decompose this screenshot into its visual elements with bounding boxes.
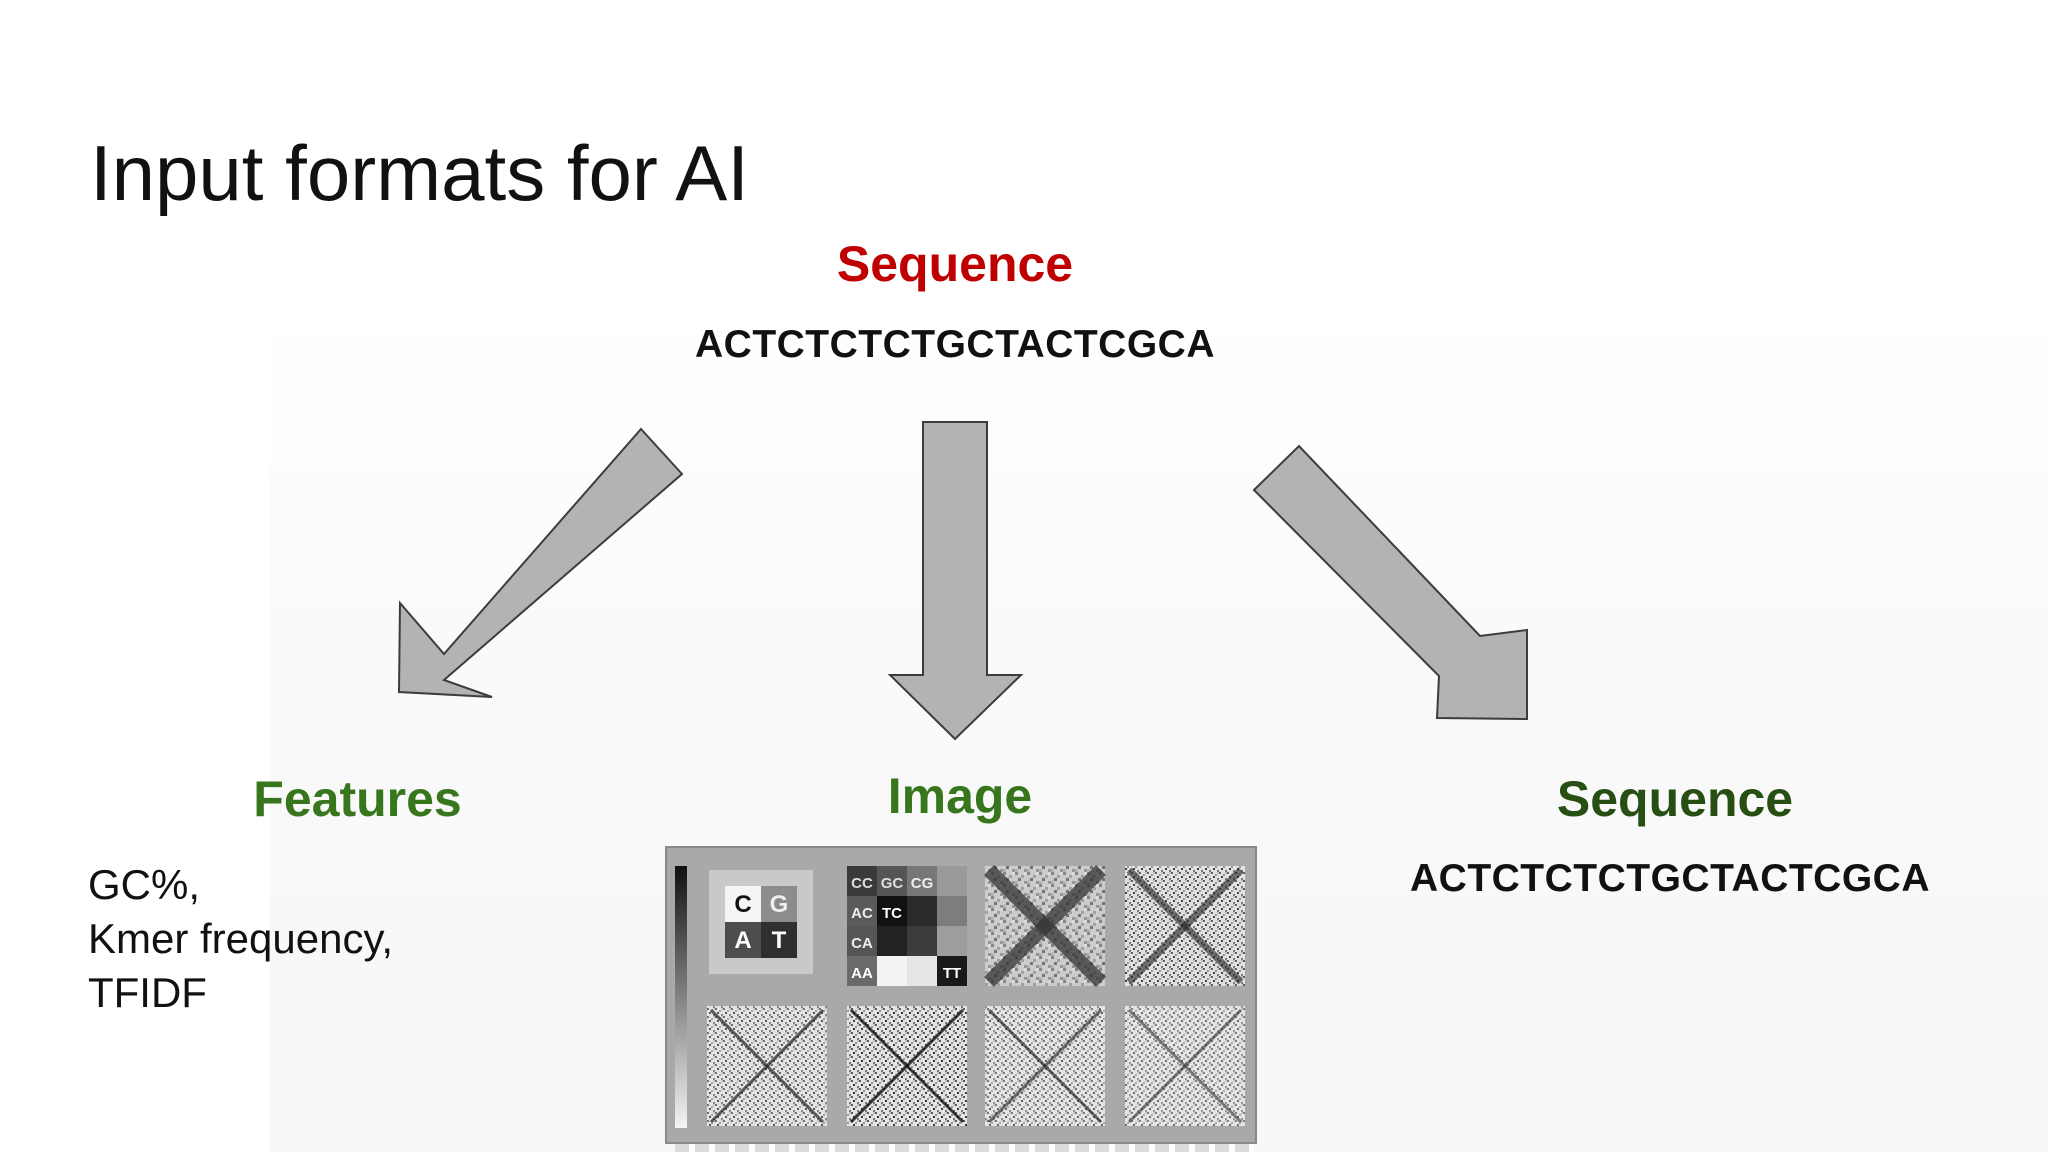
cgr-panel-order2: CC GC CG AC TC CA AA TT (847, 866, 967, 986)
cgr-label: CA (851, 935, 873, 952)
arrow-right-icon (1252, 444, 1528, 721)
cgr-label: GC (881, 875, 904, 892)
colorbar (675, 866, 687, 1128)
features-list: GC%, Kmer frequency, TFIDF (88, 858, 393, 1020)
cgr-label: AA (851, 965, 873, 982)
slide-title: Input formats for AI (90, 129, 749, 217)
source-sequence: ACTCTCTCTGCTACTCGCA (694, 323, 1216, 366)
cgr-label: CC (851, 875, 873, 892)
cgr-label: AC (851, 905, 873, 922)
feature-item: TFIDF (88, 969, 207, 1016)
arrow-down-icon (887, 421, 1024, 741)
feature-item: GC%, (88, 861, 201, 908)
cgr-label: CG (911, 875, 934, 892)
cgr-label: TT (943, 965, 961, 982)
image-heading: Image (887, 768, 1033, 824)
cgr-panel-row2-1 (707, 1006, 827, 1126)
output-sequence: ACTCTCTCTGCTACTCGCA (1409, 857, 1931, 900)
feature-item: Kmer frequency, (88, 915, 394, 962)
cgr-label: T (772, 927, 787, 954)
sequence-output-heading: Sequence (1556, 771, 1794, 827)
cgr-panel-row2-2 (847, 1006, 967, 1126)
cgr-panel-order1: C G A T (709, 870, 813, 974)
cgr-label: C (734, 891, 751, 918)
figure-caption-fragment (675, 1144, 1255, 1152)
chaos-game-image-figure: C G A T (665, 846, 1257, 1144)
cgr-panel-order4 (1125, 866, 1245, 986)
cgr-panel-row2-4 (1125, 1006, 1245, 1126)
cgr-panel-row2-3 (985, 1006, 1105, 1126)
cgr-label: A (734, 927, 751, 954)
cgr-panel-order3 (984, 865, 1106, 987)
cgr-label: G (770, 891, 789, 918)
features-heading: Features (253, 771, 462, 827)
source-heading: Sequence (836, 236, 1074, 292)
cgr-figure-graphic: C G A T (675, 865, 1245, 1128)
arrow-left-icon (397, 427, 684, 698)
cgr-label: TC (882, 905, 902, 922)
